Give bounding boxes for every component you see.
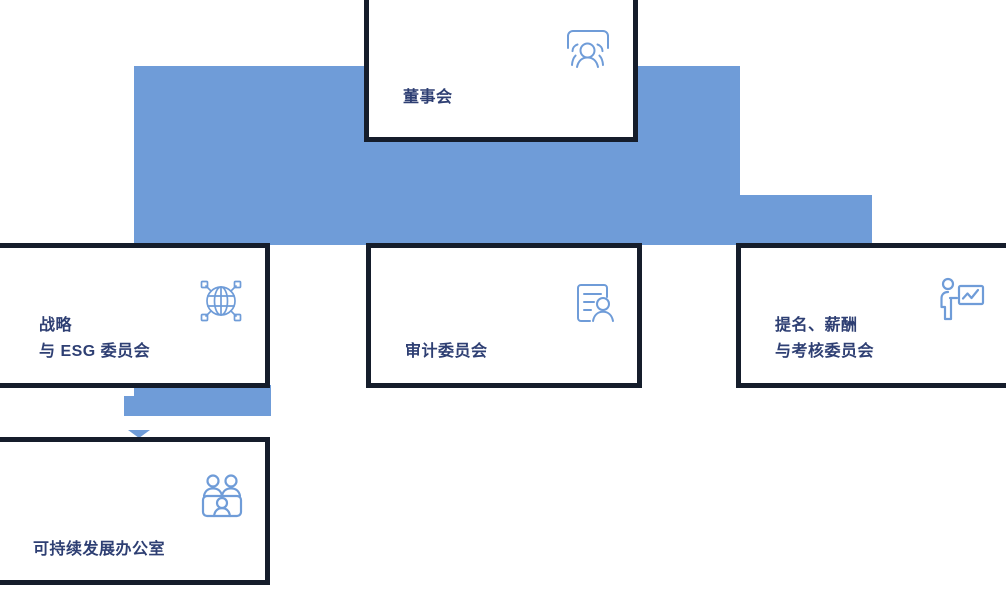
frame-notch <box>260 276 265 366</box>
frame-notch <box>771 248 987 253</box>
frame-notch <box>29 248 245 253</box>
frame-notch <box>0 276 4 366</box>
frame-notch <box>1002 276 1006 366</box>
arrow-down-icon <box>128 430 150 438</box>
frame-notch <box>29 442 245 447</box>
node-card-audit[interactable]: 审计委员会 <box>366 243 642 388</box>
node-card-board[interactable]: 董事会 <box>364 0 638 142</box>
people-group-in-frame-icon <box>560 22 616 78</box>
frame-notch <box>401 248 617 253</box>
frame-notch <box>477 132 485 137</box>
frame-notch <box>771 378 987 383</box>
node-card-strategy-esg[interactable]: 战略 与 ESG 委员会 <box>0 243 270 388</box>
frame-notch <box>369 27 374 119</box>
frame-notch <box>29 378 245 383</box>
card-surface-nomination: 提名、薪酬 与考核委员会 <box>744 251 1004 380</box>
frame-notch <box>741 276 746 366</box>
globe-network-icon <box>193 273 249 329</box>
three-people-icon <box>194 469 250 525</box>
node-label-nomination-remuneration: 提名、薪酬 与考核委员会 <box>775 317 875 360</box>
frame-notch <box>632 276 637 366</box>
frame-notch <box>260 470 265 562</box>
frame-notch <box>399 0 613 4</box>
connector-office-stub <box>124 396 271 416</box>
document-person-icon <box>566 275 622 331</box>
card-surface-audit: 审计委员会 <box>374 251 634 380</box>
presenter-chart-icon <box>933 271 989 327</box>
frame-notch <box>29 575 245 580</box>
card-surface-strategy-esg: 战略 与 ESG 委员会 <box>2 251 262 380</box>
node-label-strategy-esg: 战略 与 ESG 委员会 <box>39 317 151 360</box>
node-label-board: 董事会 <box>403 89 453 106</box>
frame-notch <box>0 470 4 562</box>
node-label-sustainability-office: 可持续发展办公室 <box>33 541 166 558</box>
node-card-sustainability-office[interactable]: 可持续发展办公室 <box>0 437 270 585</box>
frame-notch <box>628 27 633 119</box>
node-label-audit: 审计委员会 <box>405 343 488 360</box>
connector-right-branch <box>740 195 872 245</box>
card-surface-sustainability-office: 可持续发展办公室 <box>2 445 262 577</box>
frame-notch <box>371 276 376 366</box>
frame-notch <box>401 378 617 383</box>
node-card-nomination-remuneration[interactable]: 提名、薪酬 与考核委员会 <box>736 243 1006 388</box>
card-surface-board: 董事会 <box>372 2 630 134</box>
